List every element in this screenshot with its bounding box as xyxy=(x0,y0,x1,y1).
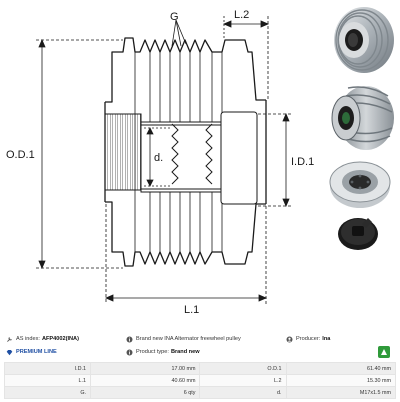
diamond-icon xyxy=(6,349,13,355)
user-icon xyxy=(286,335,293,343)
label-l2: L.2 xyxy=(234,9,249,21)
spec-key: L.1 xyxy=(3,374,92,387)
pulley-photo-side xyxy=(329,161,391,208)
as-index: AS index: AFP4002(INA) xyxy=(6,332,79,346)
info-row-1: AS index: AFP4002(INA) Brand new INA Alt… xyxy=(4,332,396,346)
producer: Producer: Ina xyxy=(286,332,330,346)
spec-key: G. xyxy=(3,386,92,399)
info-icon xyxy=(126,348,133,356)
label-id1: I.D.1 xyxy=(291,156,314,168)
spec-value: 17.00 mm xyxy=(90,362,201,375)
info-row-2: PREMIUM LINE Product type: Brand new xyxy=(4,345,396,359)
spec-value: 40.60 mm xyxy=(90,374,201,387)
label-od1: O.D.1 xyxy=(6,149,35,161)
spec-key: O.D.1 xyxy=(199,362,287,375)
table-row: G. 6 qty d. M17x1.5 mm xyxy=(3,386,396,399)
pulley-cap-photo xyxy=(338,218,378,250)
premium-line: PREMIUM LINE xyxy=(6,345,57,359)
label-l1: L.1 xyxy=(184,304,199,316)
premium-line-text: PREMIUM LINE xyxy=(16,349,57,355)
dimension-lines xyxy=(36,16,292,304)
spec-value: 6 qty xyxy=(90,386,201,399)
spec-value: 15.30 mm xyxy=(285,374,396,387)
description-text: Brand new INA Alternator freewheel pulle… xyxy=(136,336,241,342)
pulley-technical-drawing: G L.2 O.D.1 I.D.1 d. L.1 xyxy=(6,9,314,316)
info-icon xyxy=(126,335,133,343)
threaded-bore xyxy=(140,111,258,205)
label-d: d. xyxy=(154,152,163,164)
product-type-label: Product type: xyxy=(136,349,169,355)
producer-label: Producer: xyxy=(296,336,321,342)
spec-key: L.2 xyxy=(199,374,287,387)
table-row: I.D.1 17.00 mm O.D.1 61.40 mm xyxy=(3,362,396,375)
label-g: G xyxy=(170,11,179,23)
description: Brand new INA Alternator freewheel pulle… xyxy=(126,332,241,346)
producer-value: Ina xyxy=(322,336,331,342)
spec-table: I.D.1 17.00 mm O.D.1 61.40 mm L.1 40.60 … xyxy=(3,362,396,399)
spec-value: M17x1.5 mm xyxy=(285,386,396,399)
product-type: Product type: Brand new xyxy=(126,345,200,359)
as-index-label: AS index: xyxy=(16,336,40,342)
product-type-value: Brand new xyxy=(170,349,200,355)
pulley-photo-angle xyxy=(331,86,394,150)
as-index-value: AFP4002(INA) xyxy=(41,336,79,342)
spec-value: 61.40 mm xyxy=(285,362,396,375)
wrench-icon xyxy=(7,336,12,342)
pulley-photo-front xyxy=(334,7,394,73)
spec-key: I.D.1 xyxy=(3,362,92,375)
hub-hatched-section xyxy=(104,113,142,191)
table-row: L.1 40.60 mm L.2 15.30 mm xyxy=(3,374,396,387)
spec-key: d. xyxy=(199,386,287,399)
ina-logo xyxy=(378,346,390,358)
